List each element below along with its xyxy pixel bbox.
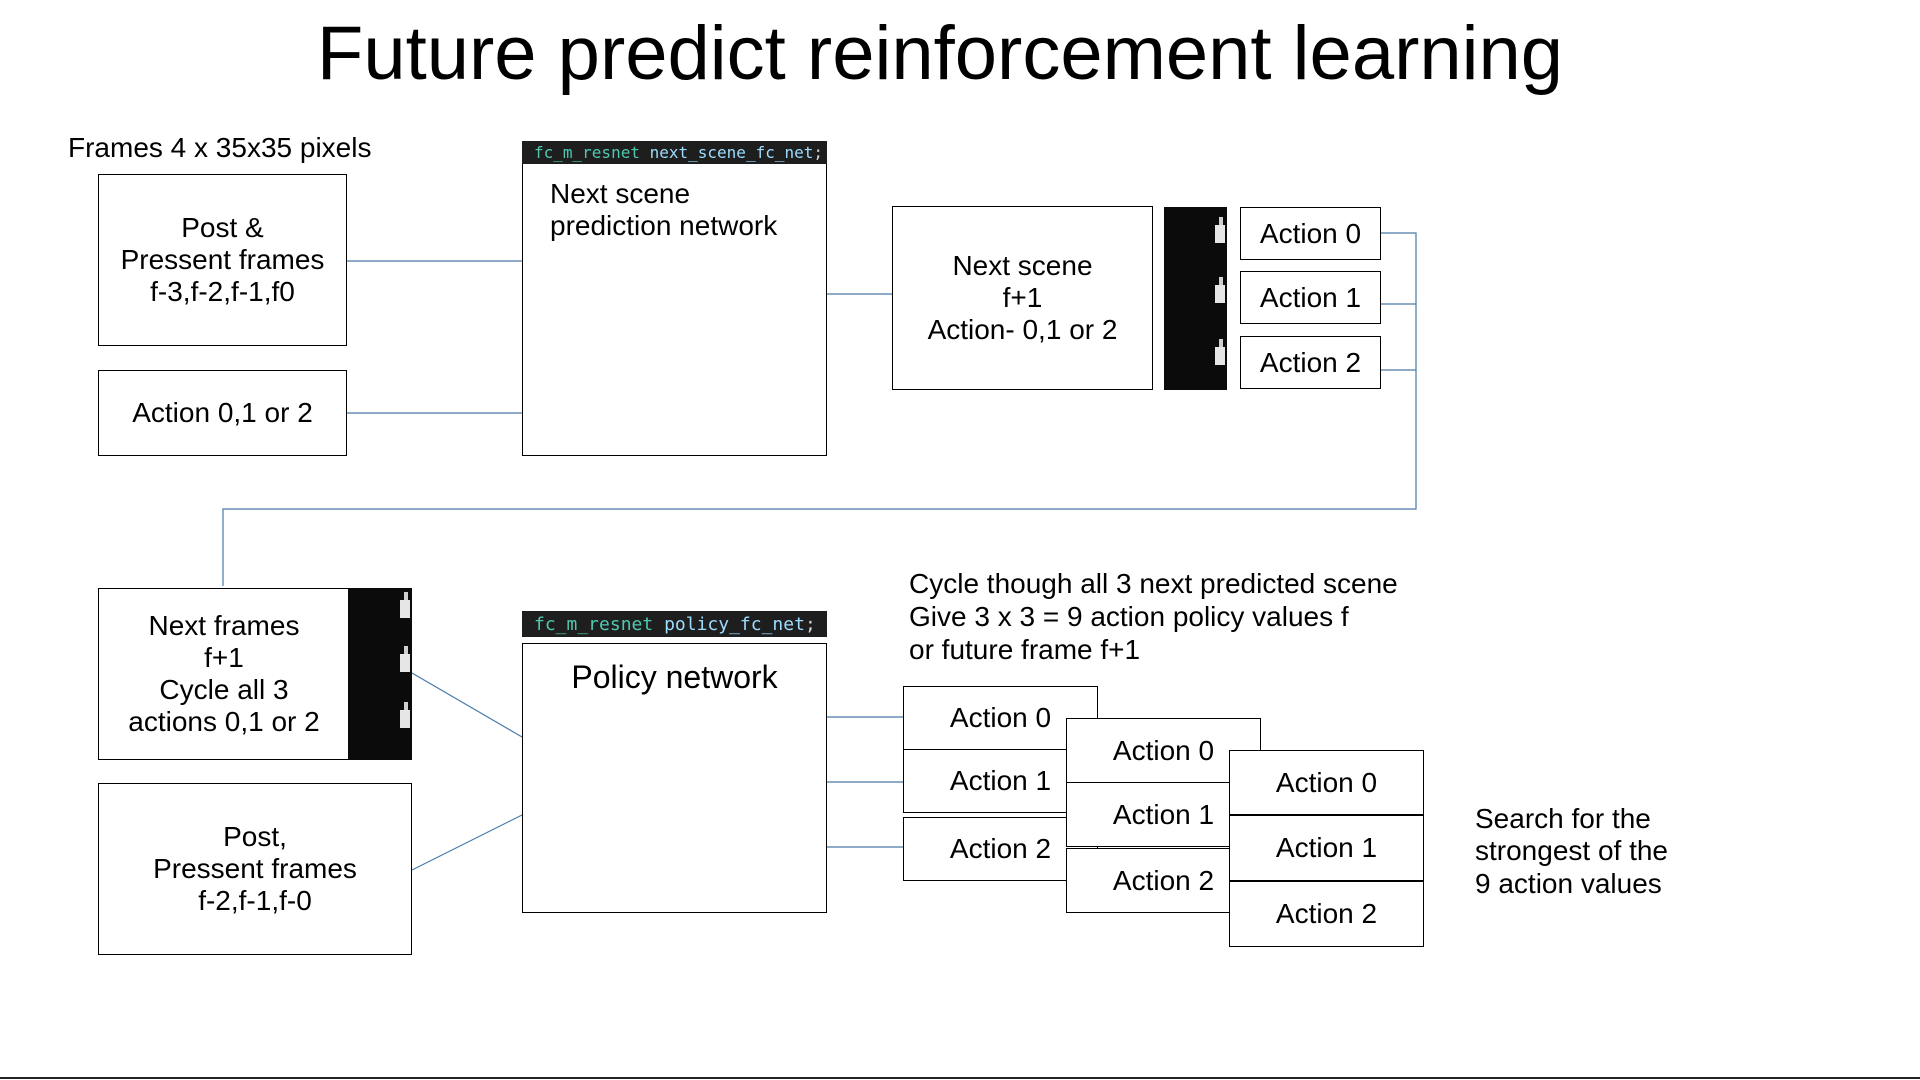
- top-action-2-box: Action 2: [1240, 336, 1381, 389]
- past-frames-text: Post, Pressent frames f-2,f-1,f-0: [153, 821, 357, 916]
- action-input-text: Action 0,1 or 2: [132, 397, 313, 428]
- action-label: Action 0: [1259, 217, 1362, 249]
- next-scene-prediction-network-box: Next scene prediction network: [522, 163, 827, 456]
- agent-sprite-icon: [1215, 339, 1225, 365]
- search-note-line-2: strongest of the: [1475, 835, 1669, 866]
- agent-sprite-icon: [400, 592, 410, 618]
- action-label: Action 1: [1275, 832, 1378, 863]
- code-type: fc_m_resnet: [534, 613, 654, 635]
- action-input-box: Action 0,1 or 2: [98, 370, 347, 456]
- agent-sprite-icon: [1215, 277, 1225, 303]
- policy-network-box: Policy network: [522, 643, 827, 913]
- policy-action-col2-row2: Action 2: [1066, 848, 1261, 913]
- search-note-line-1: Search for the: [1475, 803, 1651, 834]
- cycle-note-line-1: Cycle though all 3 next predicted scene: [909, 568, 1398, 599]
- frames-label: Frames 4 x 35x35 pixels: [68, 132, 372, 163]
- next-scene-text: Next scene f+1 Action- 0,1 or 2: [927, 250, 1118, 345]
- code-name: next_scene_fc_net: [649, 143, 814, 162]
- policy-code-snippet: fc_m_resnet policy_fc_net;: [522, 611, 827, 637]
- code-end: ;: [813, 143, 824, 162]
- action-label: Action 0: [949, 702, 1052, 733]
- cycle-note-line-2: Give 3 x 3 = 9 action policy values f: [909, 601, 1349, 632]
- policy-action-col1-row2: Action 2: [903, 817, 1098, 881]
- policy-action-col3-row1: Action 1: [1229, 815, 1424, 881]
- search-note-line-3: 9 action values: [1475, 868, 1662, 899]
- policy-action-col1-row1: Action 1: [903, 749, 1098, 813]
- action-label: Action 0: [1275, 766, 1378, 798]
- policy-action-col3-row0: Action 0: [1229, 750, 1424, 815]
- action-label: Action 2: [949, 833, 1052, 864]
- code-type: fc_m_resnet: [534, 143, 640, 162]
- next-scene-code-snippet: fc_m_resnet next_scene_fc_net;: [522, 141, 827, 164]
- top-action-1-box: Action 1: [1240, 271, 1381, 324]
- next-frames-text: Next frames f+1 Cycle all 3 actions 0,1 …: [128, 610, 320, 737]
- past-frames-box: Post, Pressent frames f-2,f-1,f-0: [98, 783, 412, 955]
- connector: [411, 814, 523, 871]
- action-label: Action 1: [949, 765, 1052, 796]
- cycle-note-line-3: or future frame f+1: [909, 634, 1141, 665]
- agent-sprite-icon: [400, 702, 410, 728]
- top-action-0-box: Action 0: [1240, 207, 1381, 260]
- policy-network-label: Policy network: [571, 659, 778, 695]
- predicted-frames-strip: [1164, 207, 1227, 390]
- action-label: Action 2: [1275, 898, 1378, 929]
- past-present-frames-box: Post & Pressent frames f-3,f-2,f-1,f0: [98, 174, 347, 346]
- policy-action-col3-row2: Action 2: [1229, 881, 1424, 947]
- action-label: Action 1: [1112, 798, 1215, 830]
- page-title: Future predict reinforcement learning: [316, 11, 1564, 96]
- action-label: Action 1: [1259, 281, 1362, 313]
- action-label: Action 2: [1112, 864, 1215, 896]
- code-end: ;: [804, 613, 816, 635]
- agent-sprite-icon: [1215, 217, 1225, 243]
- connector: [222, 232, 1417, 586]
- next-scene-network-label: Next scene prediction network: [550, 178, 778, 241]
- slide-bottom-border: [0, 1077, 1920, 1079]
- next-frames-strip: [348, 588, 412, 760]
- code-name: policy_fc_net: [664, 613, 805, 635]
- past-present-frames-text: Post & Pressent frames f-3,f-2,f-1,f0: [120, 212, 325, 307]
- action-label: Action 2: [1259, 346, 1362, 378]
- agent-sprite-icon: [400, 646, 410, 672]
- policy-action-col2-row1: Action 1: [1066, 782, 1261, 847]
- next-scene-box: Next scene f+1 Action- 0,1 or 2: [892, 206, 1153, 390]
- action-label: Action 0: [1112, 734, 1215, 766]
- connector: [411, 672, 523, 738]
